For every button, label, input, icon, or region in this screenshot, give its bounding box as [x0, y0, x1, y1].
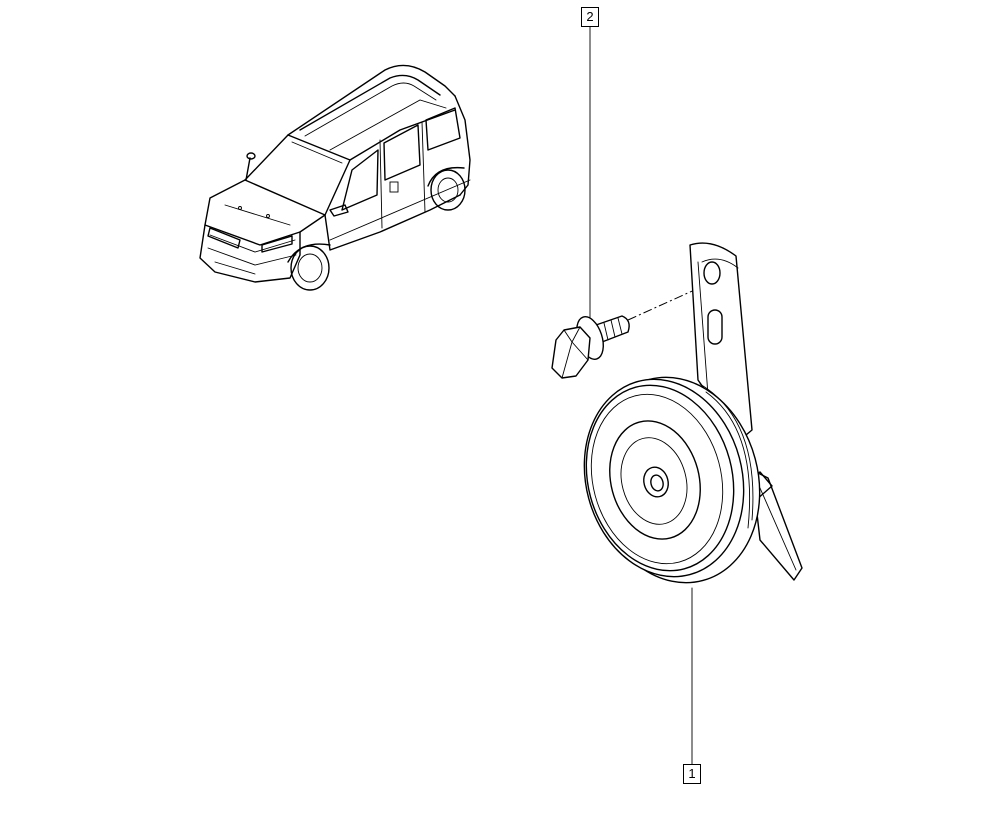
bolt-part	[551, 315, 630, 379]
horn-part	[583, 242, 803, 584]
vehicle-illustration	[199, 64, 471, 291]
callout-bolt[interactable]: 2	[581, 7, 599, 27]
callout-horn[interactable]: 1	[683, 764, 701, 784]
